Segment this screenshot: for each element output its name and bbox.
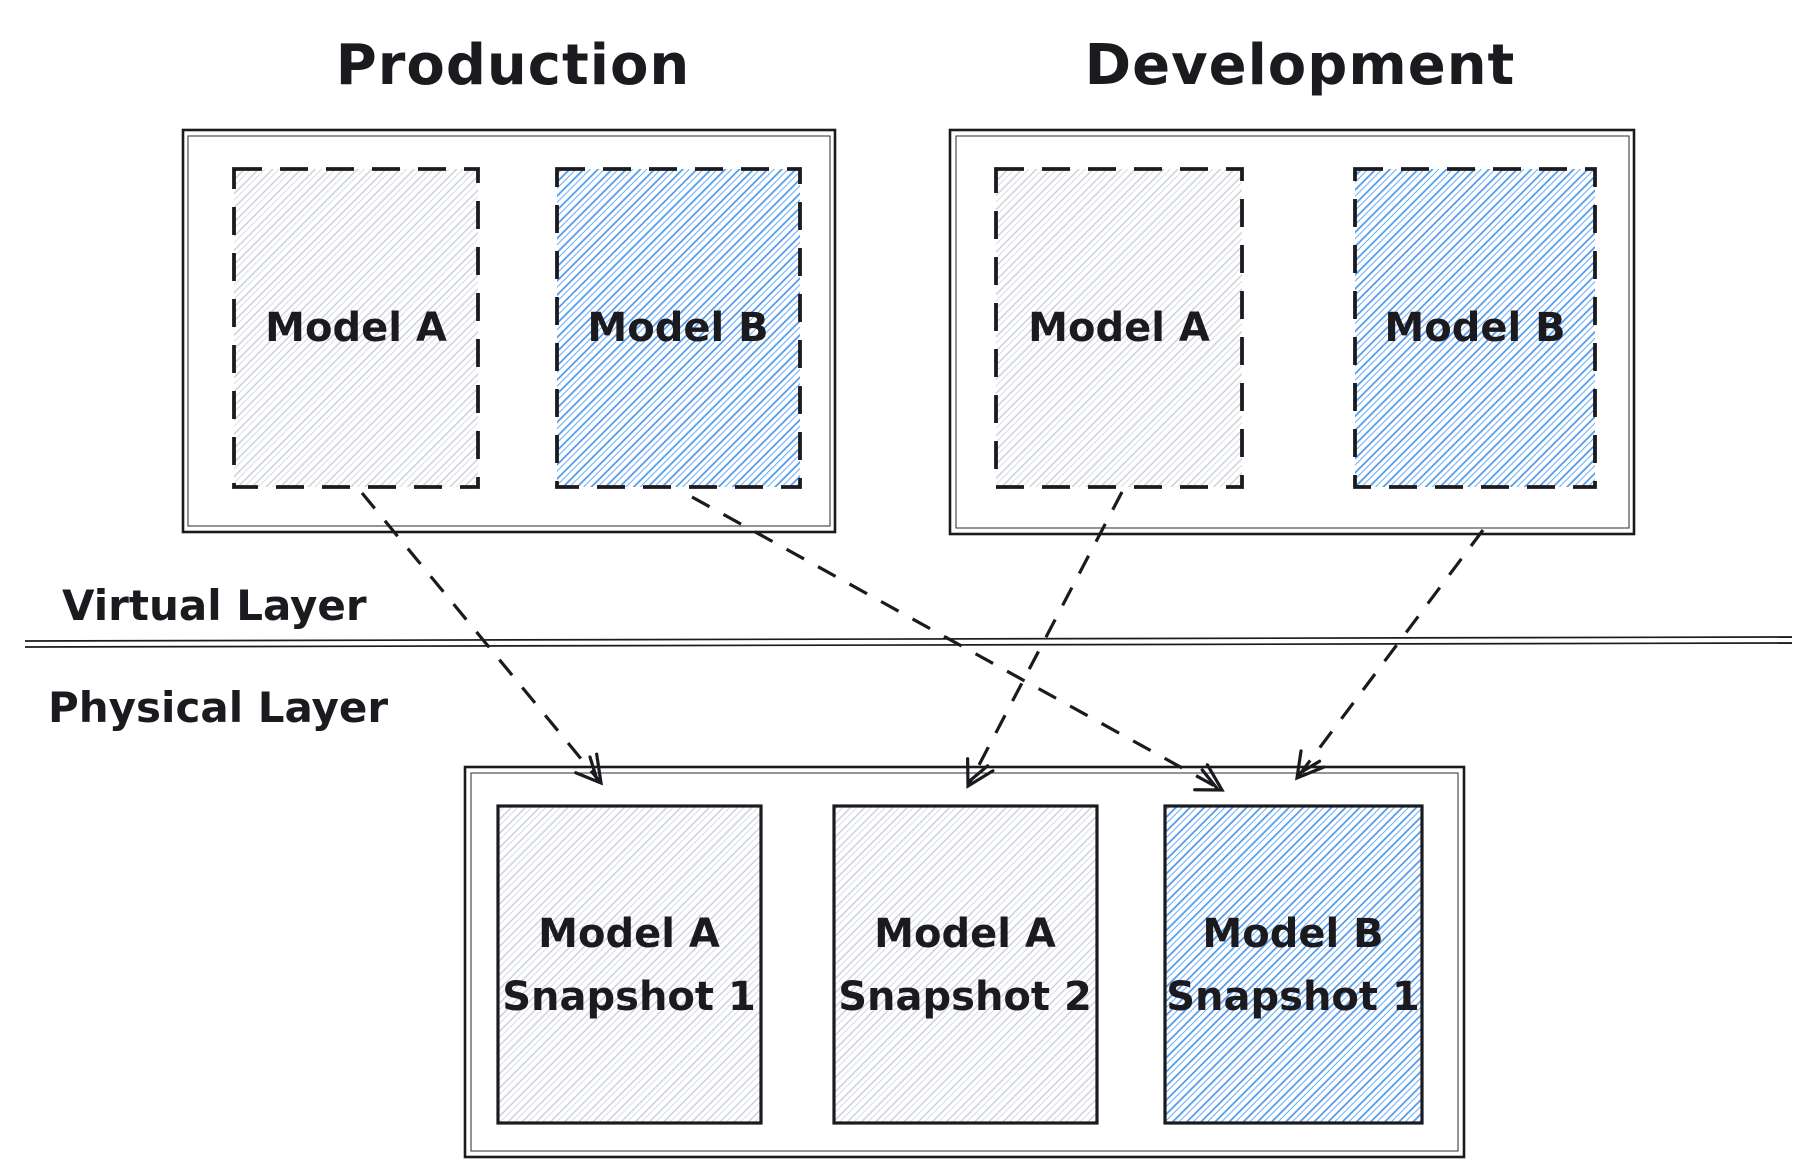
physical-storage: Model A Snapshot 1 Model A Snapshot 2 Mo… — [463, 765, 1466, 1159]
development-model-a-label: Model A — [1028, 305, 1210, 351]
production-model-a-label: Model A — [265, 305, 447, 351]
production-model-a-box — [232, 167, 480, 489]
development-container-sketch-line — [955, 135, 1630, 529]
model-b-snapshot-1-box — [1163, 804, 1424, 1125]
model-b-snapshot-1-label-line1: Model B — [1202, 911, 1383, 957]
model-b-snapshot-1-label-line2: Snapshot 1 — [1166, 974, 1420, 1020]
layer-divider-line-sketch — [24, 642, 1793, 648]
development-model-a-box — [994, 167, 1244, 489]
model-a-snapshot-2-box — [832, 804, 1099, 1125]
model-a-snapshot-2-label-line1: Model A — [874, 911, 1056, 957]
arrow-development-model-a-to-snapshot-2 — [966, 491, 1124, 789]
model-a-snapshot-2-label-line2: Snapshot 2 — [838, 974, 1092, 1020]
arrow-development-model-b-to-snapshot-b1 — [1295, 529, 1485, 781]
model-a-snapshot-1-box — [496, 804, 763, 1125]
arrow-production-model-b-to-snapshot-b1 — [691, 495, 1225, 792]
development-title: Development — [1085, 33, 1516, 98]
production-container-sketch-line — [187, 135, 831, 527]
virtual-layer-label: Virtual Layer — [62, 581, 367, 630]
physical-layer-label: Physical Layer — [48, 683, 388, 732]
layer-divider-line — [24, 636, 1793, 642]
model-a-snapshot-1-label-line1: Model A — [538, 911, 720, 957]
layer-divider-group: Virtual Layer Physical Layer — [24, 581, 1793, 732]
storage-container-sketch-line — [470, 772, 1459, 1152]
production-environment: Production Model A Model B — [181, 33, 837, 534]
production-title: Production — [336, 33, 691, 98]
development-model-b-label: Model B — [1384, 305, 1565, 351]
development-environment: Development Model A Model B — [948, 33, 1636, 536]
mapping-arrows — [360, 491, 1485, 792]
development-model-b-box — [1353, 167, 1597, 489]
model-a-snapshot-1-label-line2: Snapshot 1 — [502, 974, 756, 1020]
production-model-b-label: Model B — [587, 305, 768, 351]
arrow-production-model-a-to-snapshot-1 — [360, 491, 603, 786]
production-model-b-box — [555, 167, 802, 489]
